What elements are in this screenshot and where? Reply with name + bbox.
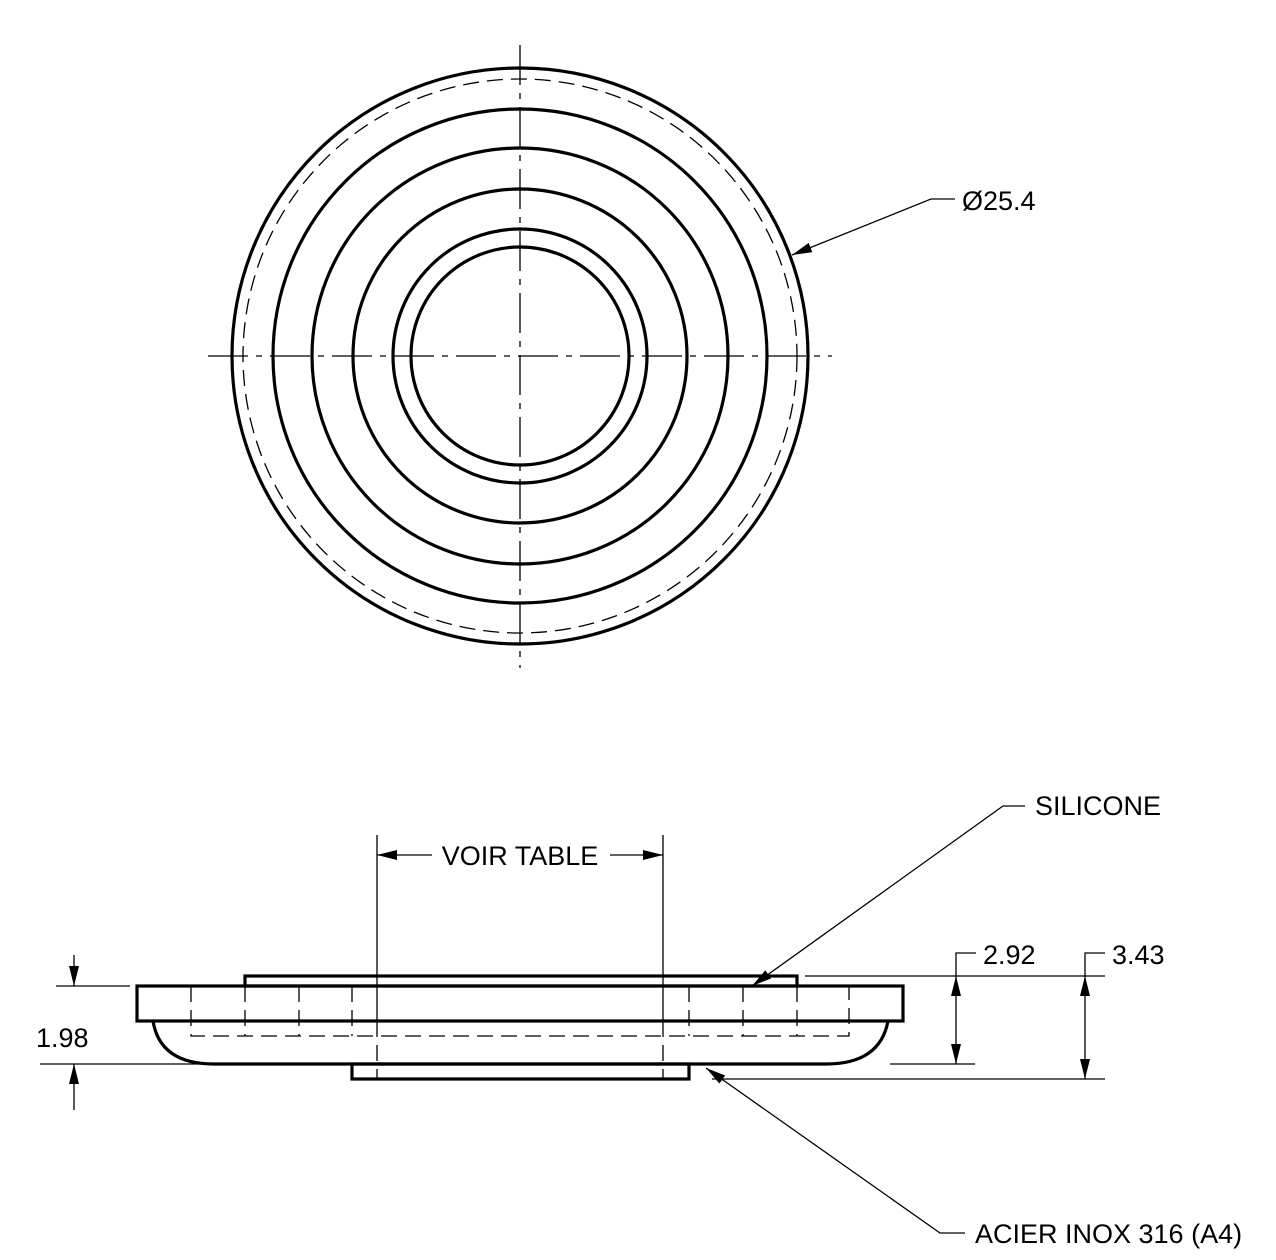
diameter-leader [791,198,955,256]
height-inner-leader [955,952,976,976]
height-outer-label: 3.43 [1112,940,1165,970]
height-inner-label: 2.92 [983,940,1036,970]
silicone-label: SILICONE [1035,791,1161,821]
diameter-label: Ø25.4 [962,186,1036,216]
rounded-body [151,1020,890,1066]
thickness-label: 1.98 [36,1023,89,1053]
height-outer-leader [1084,952,1105,976]
flange-plate [135,984,905,1023]
top-view: Ø25.4 [208,45,1036,668]
width-label: VOIR TABLE [442,841,599,871]
steel-bottom-plate [350,1062,691,1081]
steel-label: ACIER INOX 316 (A4) [975,1219,1242,1249]
silicone-leader [751,805,1025,987]
hidden-outline [190,986,850,1037]
steel-leader [705,1067,965,1234]
side-view: VOIR TABLE SILICONE ACIER INOX 316 (A4) … [36,791,1242,1249]
